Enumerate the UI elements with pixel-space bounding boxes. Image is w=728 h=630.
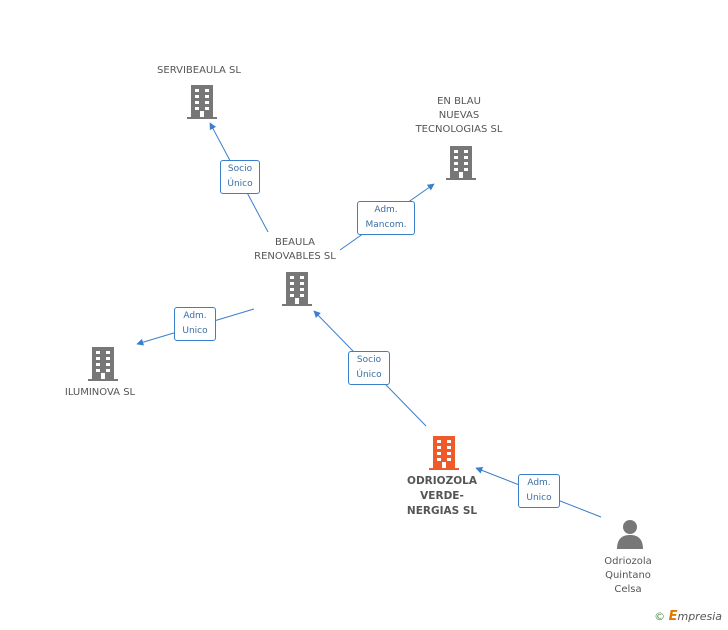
- node-label-en-blau[interactable]: EN BLAU NUEVAS TECNOLOGIAS SL: [415, 96, 503, 135]
- copyright-icon: ©: [654, 610, 666, 623]
- building-icon[interactable]: [429, 436, 459, 470]
- building-icon[interactable]: [282, 272, 312, 306]
- relation-badge[interactable]: Adm. Unico: [518, 474, 560, 508]
- building-icon[interactable]: [446, 146, 476, 180]
- node-label-person[interactable]: Odriozola Quintano Celsa: [604, 556, 652, 595]
- relation-badge[interactable]: Socio Único: [348, 351, 390, 385]
- node-label-beaula[interactable]: BEAULA RENOVABLES SL: [254, 237, 336, 262]
- relation-badge[interactable]: Adm. Unico: [174, 307, 216, 341]
- relation-badge[interactable]: Socio Único: [220, 160, 260, 194]
- copyright-notice: © Empresia: [654, 609, 722, 624]
- building-icon[interactable]: [88, 347, 118, 381]
- node-label-servibeaula[interactable]: SERVIBEAULA SL: [157, 65, 241, 76]
- building-icon[interactable]: [187, 85, 217, 119]
- person-icon[interactable]: [616, 519, 644, 549]
- empresia-logo: Empresia: [668, 609, 722, 624]
- node-label-iluminova[interactable]: ILUMINOVA SL: [64, 387, 136, 398]
- node-label-odriozola-verde[interactable]: ODRIOZOLA VERDE- NERGIAS SL: [406, 475, 478, 517]
- relation-badge[interactable]: Adm. Mancom.: [357, 201, 415, 235]
